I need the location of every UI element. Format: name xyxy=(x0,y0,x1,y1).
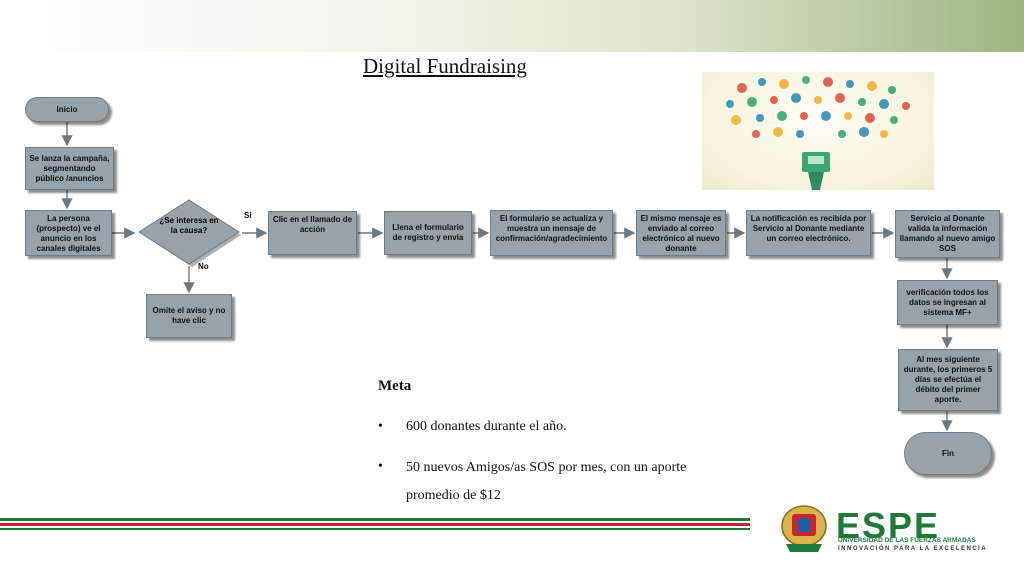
social-media-cloud-illustration xyxy=(702,72,934,190)
flow-end-label: Fin xyxy=(942,448,954,458)
flow-start-label: Inicio xyxy=(56,104,78,114)
flow-step-mes: Al mes siguiente durante, los primeros 5… xyxy=(898,349,998,411)
flow-step-mes-label: Al mes siguiente durante, los primeros 5… xyxy=(903,355,993,404)
espe-line1: UNIVERSIDAD DE LAS FUERZAS ARMADAS xyxy=(838,537,976,544)
decision-no-label: No xyxy=(198,262,209,271)
flow-step-verificacion: verificación todos los datos se ingresan… xyxy=(897,280,998,325)
meta-bullet-1: • 600 donantes durante el año. xyxy=(378,414,698,440)
flow-step-verificacion-label: verificación todos los datos se ingresan… xyxy=(906,287,989,317)
bullet-dot-icon: • xyxy=(378,419,383,434)
meta-heading: Meta xyxy=(378,378,412,394)
flow-step-clic: Clic en el llamado de acción xyxy=(268,211,357,255)
flow-step-campana: Se lanza la campaña, segmentando público… xyxy=(25,147,114,190)
top-decorative-band xyxy=(0,0,1024,52)
flow-decision-interes: ¿Se interesa en la causa? xyxy=(135,199,243,267)
meta-bullet-2: • 50 nuevos Amigos/as SOS por mes, con u… xyxy=(378,454,698,510)
flow-step-mensaje: El mismo mensaje es enviado al correo el… xyxy=(636,210,726,256)
decision-diamond-shape xyxy=(138,199,241,267)
bullet-dot-icon: • xyxy=(378,459,383,474)
espe-crest-icon: ESPE xyxy=(781,505,940,552)
flow-step-servicio: Servicio al Donante valida la informació… xyxy=(895,210,1000,258)
bottom-decorative-stripes xyxy=(0,518,750,530)
espe-line2: INNOVACIÓN PARA LA EXCELENCIA xyxy=(838,546,988,552)
flow-step-notificacion: La notificación es recibida por Servicio… xyxy=(746,210,871,256)
flow-end-fin: Fin xyxy=(904,432,992,475)
flow-start-inicio: Inicio xyxy=(25,97,109,122)
meta-bullet-2-text: 50 nuevos Amigos/as SOS por mes, con un … xyxy=(406,460,687,503)
flow-step-omite: Omite el aviso y no have clic xyxy=(146,294,232,338)
flow-step-mensaje-label: El mismo mensaje es enviado al correo el… xyxy=(640,214,722,253)
flow-step-omite-label: Omite el aviso y no have clic xyxy=(152,306,226,325)
flow-step-campana-label: Se lanza la campaña, segmentando público… xyxy=(29,153,110,183)
flow-step-persona: La persona (prospecto) ve el anuncio en … xyxy=(25,210,112,256)
flow-step-llena-label: Llena el formulario de registro y envía xyxy=(392,223,464,242)
flow-step-persona-label: La persona (prospecto) ve el anuncio en … xyxy=(36,214,101,253)
espe-wordmark: ESPE xyxy=(836,505,940,546)
icon-cloud-graphic xyxy=(726,76,910,190)
decision-label: ¿Se interesa en la causa? xyxy=(159,216,219,235)
flow-step-llena: Llena el formulario de registro y envía xyxy=(384,211,472,255)
flow-step-formulario-label: El formulario se actualiza y muestra un … xyxy=(495,214,608,243)
flow-step-clic-label: Clic en el llamado de acción xyxy=(272,215,353,234)
flow-step-formulario: El formulario se actualiza y muestra un … xyxy=(490,210,613,256)
flow-step-servicio-label: Servicio al Donante valida la informació… xyxy=(899,214,996,253)
meta-bullet-1-text: 600 donantes durante el año. xyxy=(406,419,567,434)
slide-title: Digital Fundraising xyxy=(363,54,527,78)
espe-logo: ESPE UNIVERSIDAD DE LAS FUERZAS ARMADAS … xyxy=(772,500,1012,560)
flow-step-notificacion-label: La notificación es recibida por Servicio… xyxy=(750,214,867,243)
decision-yes-label: Si xyxy=(244,211,252,220)
